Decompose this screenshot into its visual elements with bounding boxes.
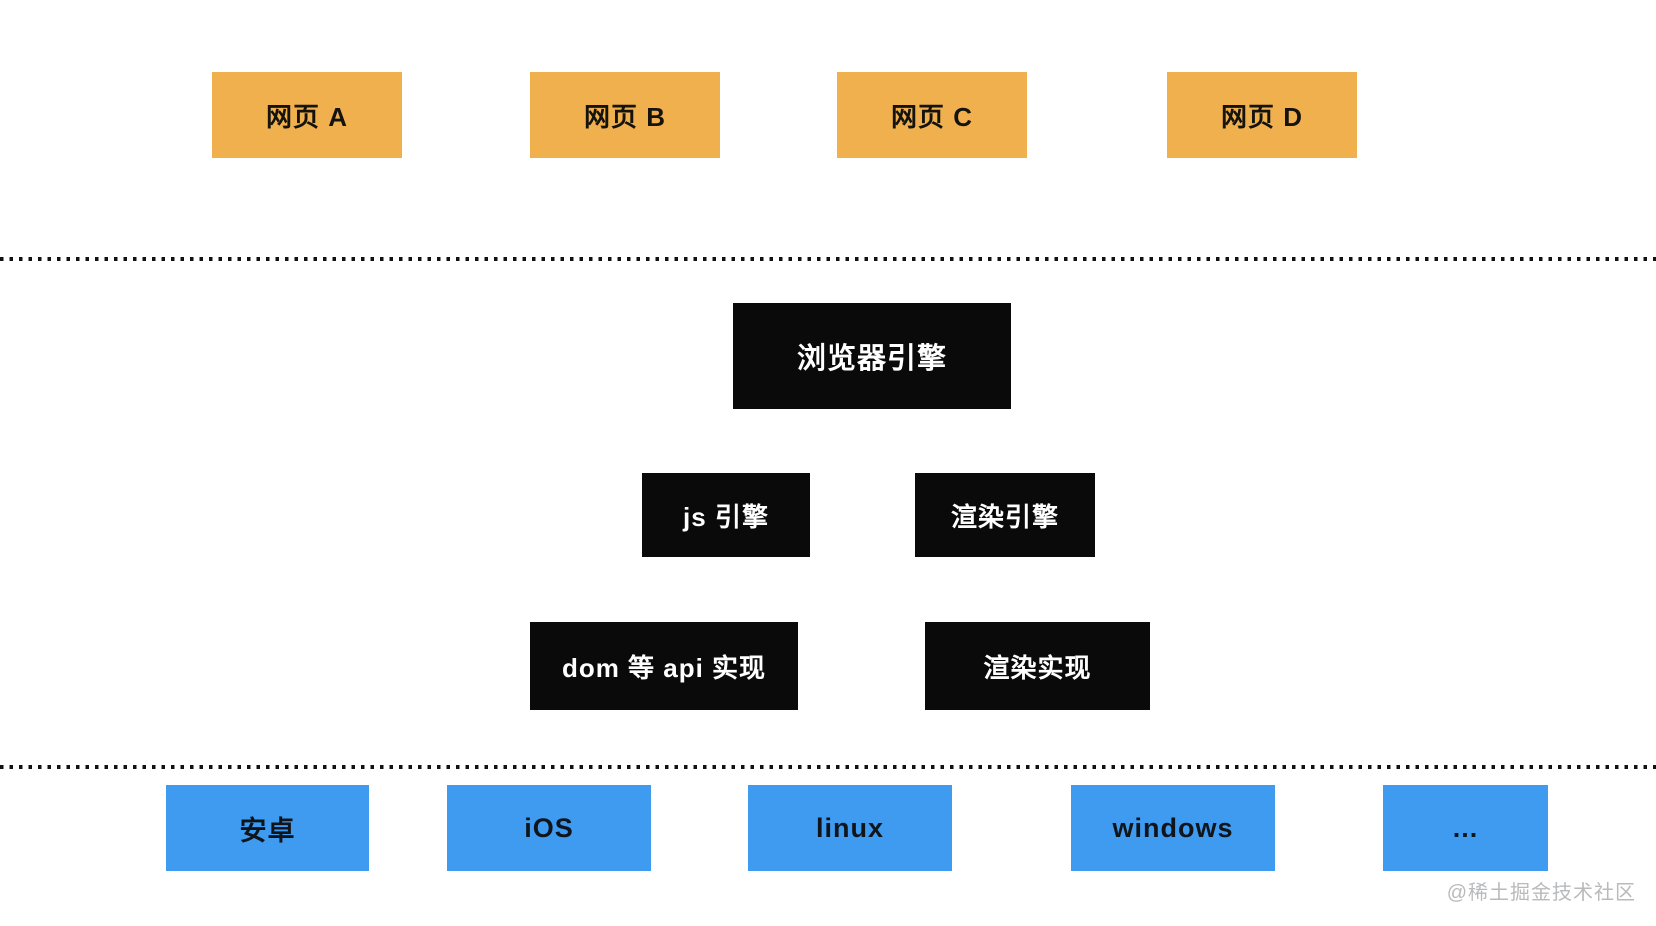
platform-others-box: ... [1383, 785, 1548, 871]
web-page-a-box: 网页 A [212, 72, 402, 158]
separator-dotted-line-bottom [0, 765, 1656, 769]
web-page-c-box: 网页 C [837, 72, 1027, 158]
web-page-b-box: 网页 B [530, 72, 720, 158]
platform-ios-box: iOS [447, 785, 651, 871]
juejin-watermark: @稀土掘金技术社区 [1446, 882, 1636, 904]
platform-linux-box: linux [748, 785, 952, 871]
render-implementation-box: 渲染实现 [925, 622, 1150, 710]
dom-api-implementation-box: dom 等 api 实现 [530, 622, 798, 710]
web-page-d-box: 网页 D [1167, 72, 1357, 158]
separator-dotted-line-top [0, 257, 1656, 261]
browser-engine-box: 浏览器引擎 [733, 303, 1011, 409]
render-engine-box: 渲染引擎 [915, 473, 1095, 557]
platform-android-box: 安卓 [166, 785, 369, 871]
platform-windows-box: windows [1071, 785, 1275, 871]
js-engine-box: js 引擎 [642, 473, 810, 557]
